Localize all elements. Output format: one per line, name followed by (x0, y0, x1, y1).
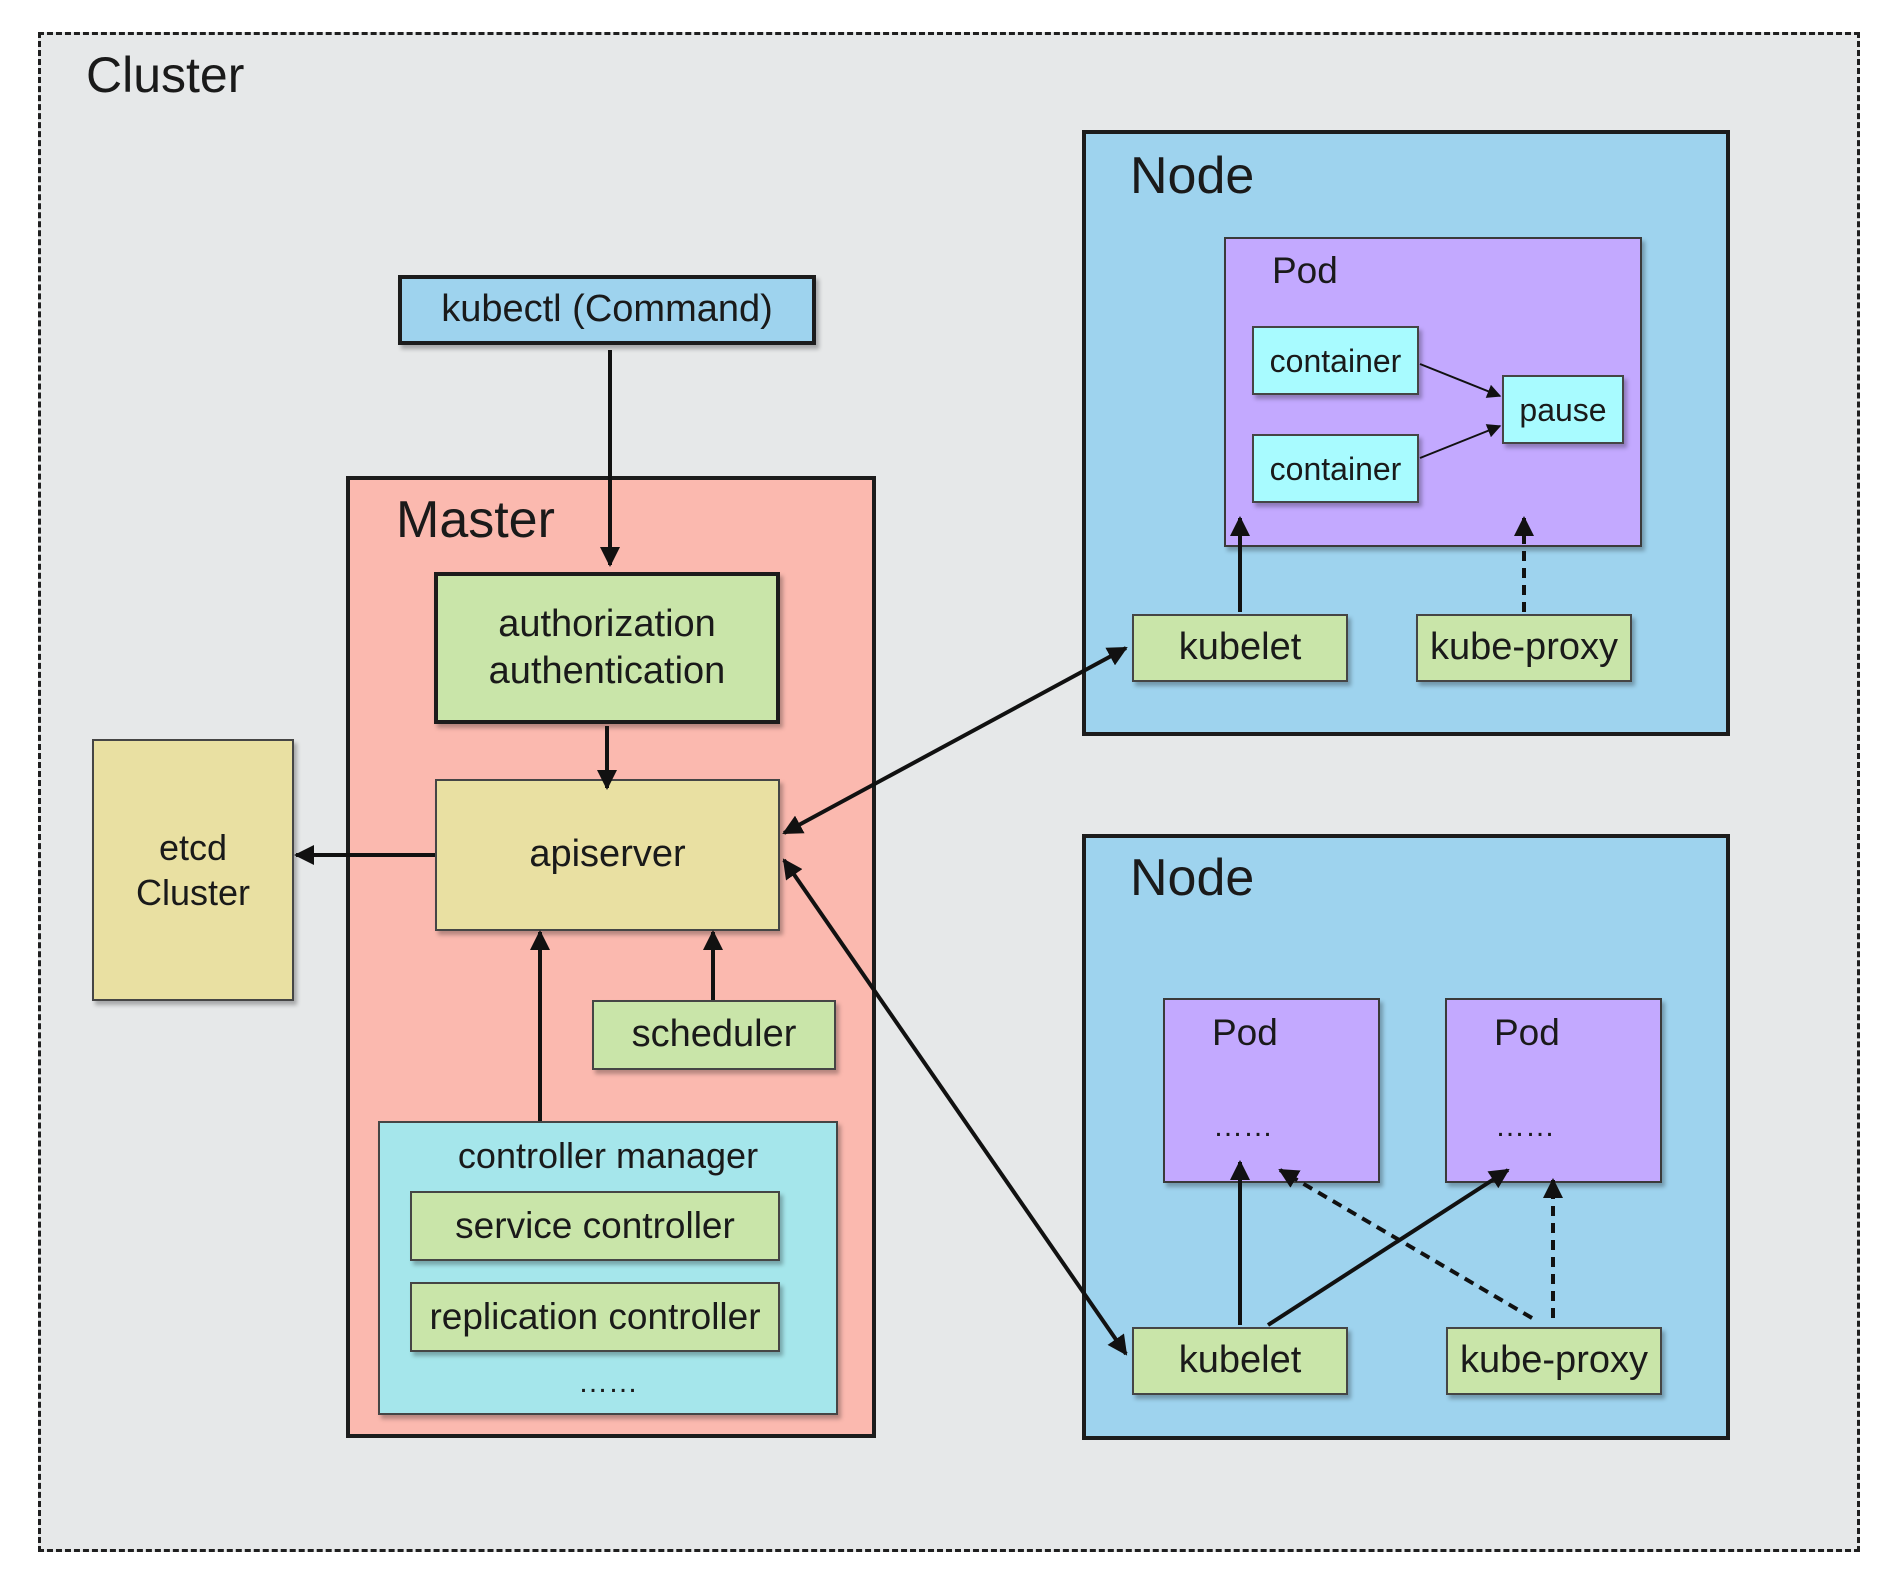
node-2-title: Node (1130, 849, 1255, 907)
node-1-pod-title: Pod (1272, 250, 1338, 291)
pause-box: pause (1502, 375, 1624, 444)
node-2-kubelet-label: kubelet (1178, 1339, 1302, 1382)
apiserver-label: apiserver (529, 833, 686, 876)
pause-label: pause (1519, 391, 1607, 428)
container-1-label: container (1269, 342, 1402, 379)
container-1-box: container (1252, 326, 1419, 395)
controller-manager-box (378, 1121, 838, 1415)
kubectl-label: kubectl (Command) (441, 288, 773, 331)
container-2-box: container (1252, 434, 1419, 503)
node-1-kubelet-label: kubelet (1178, 626, 1302, 669)
node-2-pod-1-ellipsis: …… (1213, 1110, 1273, 1143)
node-1-kube-proxy-box: kube-proxy (1416, 614, 1632, 682)
auth-box: authorization authentication (434, 572, 780, 724)
node-2-pod-2-box (1445, 998, 1662, 1183)
node-2-pod-2-ellipsis: …… (1495, 1110, 1555, 1143)
node-1-kubelet-box: kubelet (1132, 614, 1348, 682)
apiserver-box: apiserver (435, 779, 780, 931)
replication-controller-box: replication controller (410, 1282, 780, 1352)
etcd-label: etcd Cluster (135, 827, 251, 913)
node-2-kube-proxy-label: kube-proxy (1460, 1339, 1648, 1382)
etcd-cluster-box: etcd Cluster (92, 739, 294, 1001)
node-1-title: Node (1130, 147, 1255, 205)
scheduler-box: scheduler (592, 1000, 836, 1070)
controller-more-ellipsis: …… (578, 1366, 638, 1399)
node-1-kube-proxy-label: kube-proxy (1430, 626, 1618, 669)
auth-label: authorization authentication (488, 602, 726, 693)
node-2-pod-2-title: Pod (1494, 1012, 1560, 1053)
controller-manager-title: controller manager (457, 1135, 759, 1176)
node-2-kube-proxy-box: kube-proxy (1446, 1327, 1662, 1395)
cluster-title: Cluster (86, 47, 245, 103)
node-2-kubelet-box: kubelet (1132, 1327, 1348, 1395)
node-2-pod-1-title: Pod (1212, 1012, 1278, 1053)
service-controller-box: service controller (410, 1191, 780, 1261)
replication-controller-label: replication controller (429, 1295, 761, 1337)
service-controller-label: service controller (455, 1204, 735, 1246)
node-2-pod-1-box (1163, 998, 1380, 1183)
scheduler-label: scheduler (631, 1013, 797, 1056)
container-2-label: container (1269, 450, 1402, 487)
master-title: Master (396, 491, 555, 549)
kubectl-box: kubectl (Command) (398, 275, 816, 345)
